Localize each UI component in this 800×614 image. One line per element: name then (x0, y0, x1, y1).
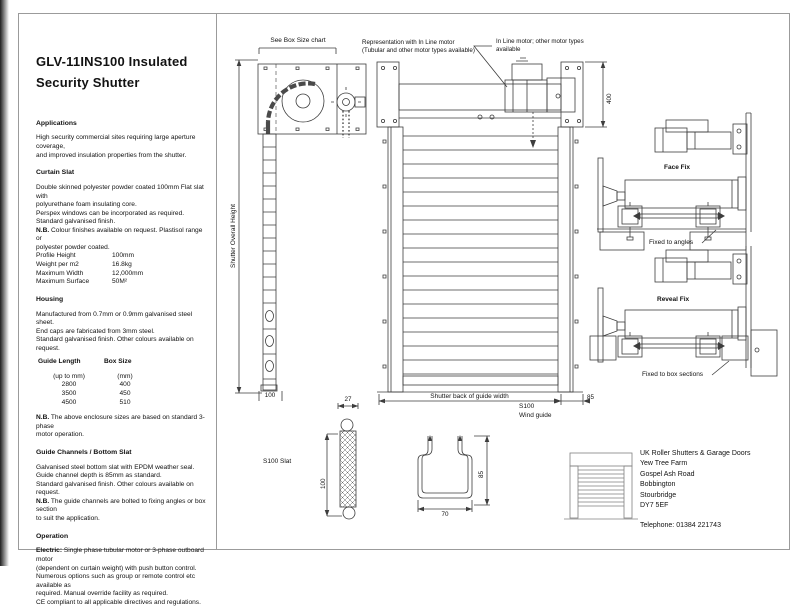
guide-channel-drawing (417, 435, 490, 512)
nb-label: N.B. (36, 414, 50, 422)
side-section-drawing (235, 47, 367, 401)
cell-box: 400 (119, 381, 131, 389)
datasheet-page (18, 13, 790, 550)
shutter-overall-height-label: Shutter Overall Height (230, 204, 237, 268)
spec-label: Maximum Width (36, 269, 84, 277)
cell-box: 450 (119, 390, 131, 398)
applications-body: High security commercial sites requiring… (36, 134, 196, 159)
slat-section-drawing (324, 403, 359, 520)
housing-body: Manufactured from 0.7mm or 0.9mm galvani… (36, 310, 194, 352)
wind-guide-label: S100 Wind guide (519, 403, 552, 419)
cell-box: 510 (119, 398, 131, 406)
slat-width-dimension: 27 (344, 396, 352, 403)
front-elevation-drawing (376, 45, 607, 405)
company-telephone: Telephone: 01384 221743 (640, 522, 721, 529)
reveal-fix-label: Reveal Fix (657, 296, 690, 303)
table-unit-row: (up to mm) (mm) (36, 373, 206, 382)
channel-width-dimension: 70 (441, 511, 449, 518)
box-height-dimension: 400 (606, 93, 613, 104)
table-row: 3500 450 (36, 390, 206, 399)
unit-guide: (up to mm) (53, 372, 85, 380)
guide-channels-nb: N.B. The guide channels are bolted to fi… (36, 498, 206, 524)
heading-curtain-slat: Curtain Slat (36, 169, 75, 177)
representation-note: Representation with In Line motor (Tubul… (362, 39, 475, 55)
fixed-to-angles-label: Fixed to angles (649, 239, 694, 246)
guide-channels-body: Galvanised steel bottom slat with EPDM w… (36, 463, 195, 497)
col-guide-length: Guide Length (38, 358, 81, 366)
reveal-fix-drawing (589, 246, 778, 377)
see-box-size-chart-label: See Box Size chart (270, 37, 326, 44)
shutter-logo-drawing (564, 452, 638, 520)
nb-label: N.B. (36, 497, 50, 505)
spec-label: Profile Height (36, 252, 76, 260)
box-size-table: Guide Length Box Size (up to mm) (mm) 2800… (36, 358, 206, 407)
heading-guide-channels: Guide Channels / Bottom Slat (36, 448, 132, 456)
nb-label: N.B. (36, 226, 50, 234)
curtain-slat-body: Double skinned polyester powder coated 1… (36, 183, 204, 226)
nb-text: The above enclosure sizes are based on s… (36, 414, 205, 439)
electric-label: Electric: (36, 547, 63, 555)
spec-value: 12,000mm (112, 269, 144, 277)
spec-row: Weight per m2 16.8kg (36, 261, 206, 270)
spec-label: Maximum Surface (36, 278, 90, 286)
face-fix-drawing (597, 112, 752, 251)
page-title: GLV-11INS100 Insulated Security Shutter (36, 54, 188, 90)
housing-nb: N.B. The above enclosure sizes are based… (36, 414, 206, 440)
nb-text: Colour finishes available on request. Pl… (36, 226, 203, 251)
spec-value: 16.8kg (112, 261, 132, 268)
spec-label: Weight per m2 (36, 261, 79, 268)
spec-value: 50M² (112, 278, 128, 286)
technical-drawing-canvas (235, 45, 778, 520)
company-address: UK Roller Shutters & Garage Doors Yew Tr… (640, 450, 751, 510)
cell-guide: 4500 (61, 398, 77, 406)
slat-label: S100 Slat (263, 458, 292, 465)
cell-guide: 2800 (61, 381, 77, 389)
slat-height-dimension: 100 (320, 478, 327, 489)
cell-guide: 3500 (61, 390, 77, 398)
spec-value: 100mm (112, 252, 134, 260)
scan-edge-shadow (0, 0, 9, 566)
guide-depth-dimension: 85 (587, 394, 595, 401)
heading-operation: Operation (36, 532, 69, 540)
curtain-bottom-dimension: 100 (264, 392, 276, 399)
face-fix-label: Face Fix (664, 164, 691, 171)
table-row: 4500 510 (36, 399, 206, 408)
spec-row: Profile Height 100mm (36, 252, 206, 261)
nb-text: The guide channels are bolted to fixing … (36, 497, 206, 523)
channel-height-dimension: 85 (478, 470, 485, 478)
heading-housing: Housing (36, 295, 64, 303)
unit-box: (mm) (117, 372, 133, 380)
table-header: Guide Length Box Size (36, 358, 206, 367)
curtain-slat-nb: N.B. Colour finishes available on reques… (36, 227, 206, 253)
inline-motor-note: In Line motor; other motor types availab… (496, 38, 584, 54)
guide-width-label: Shutter back of guide width (430, 393, 509, 400)
spec-row: Maximum Width 12,000mm (36, 270, 206, 279)
col-box-size: Box Size (104, 358, 132, 366)
fixed-to-box-sections-label: Fixed to box sections (642, 371, 704, 378)
heading-applications: Applications (36, 119, 77, 127)
spec-row: Maximum Surface 50M² (36, 278, 206, 287)
table-row: 2800 400 (36, 381, 206, 390)
column-divider (216, 14, 217, 549)
